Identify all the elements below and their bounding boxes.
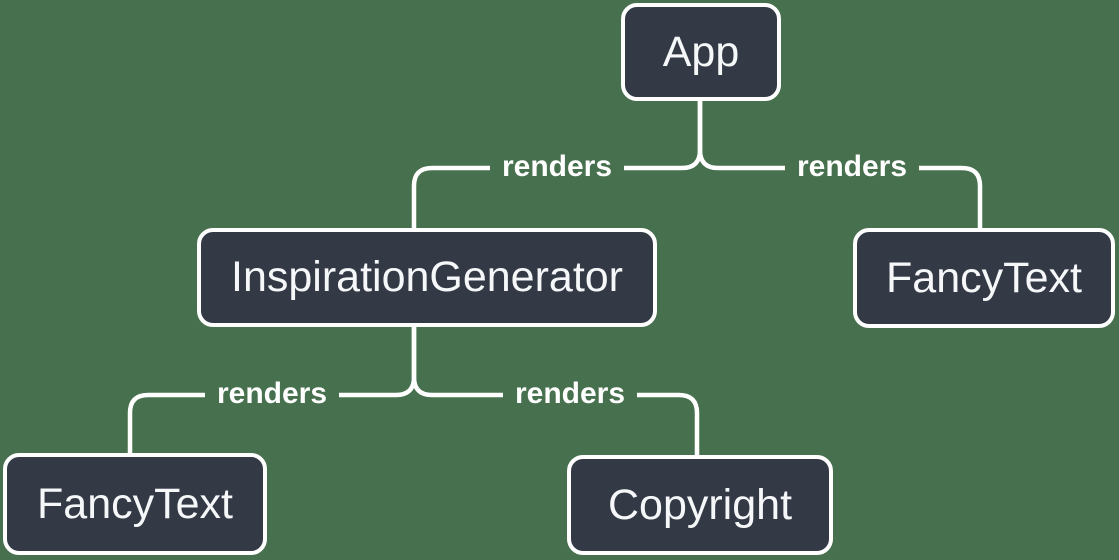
node-fancy-text-bottom: FancyText — [3, 453, 267, 555]
edge-label-renders-fancytext-right: renders — [784, 149, 920, 185]
node-inspiration-generator-label: InspirationGenerator — [231, 253, 623, 301]
edge-label-renders-copyright: renders — [502, 376, 638, 412]
node-app-label: App — [662, 27, 740, 76]
node-fancy-text-bottom-label: FancyText — [37, 479, 233, 528]
node-copyright-label: Copyright — [607, 480, 793, 529]
edge-label-renders-inspirationgenerator: renders — [489, 149, 625, 185]
node-fancy-text-right: FancyText — [853, 228, 1115, 328]
node-fancy-text-right-label: FancyText — [886, 253, 1082, 302]
node-copyright: Copyright — [567, 455, 833, 555]
edge-label-renders-fancytext-bottom: renders — [204, 376, 340, 412]
node-inspiration-generator: InspirationGenerator — [197, 228, 657, 327]
node-app: App — [621, 3, 781, 101]
